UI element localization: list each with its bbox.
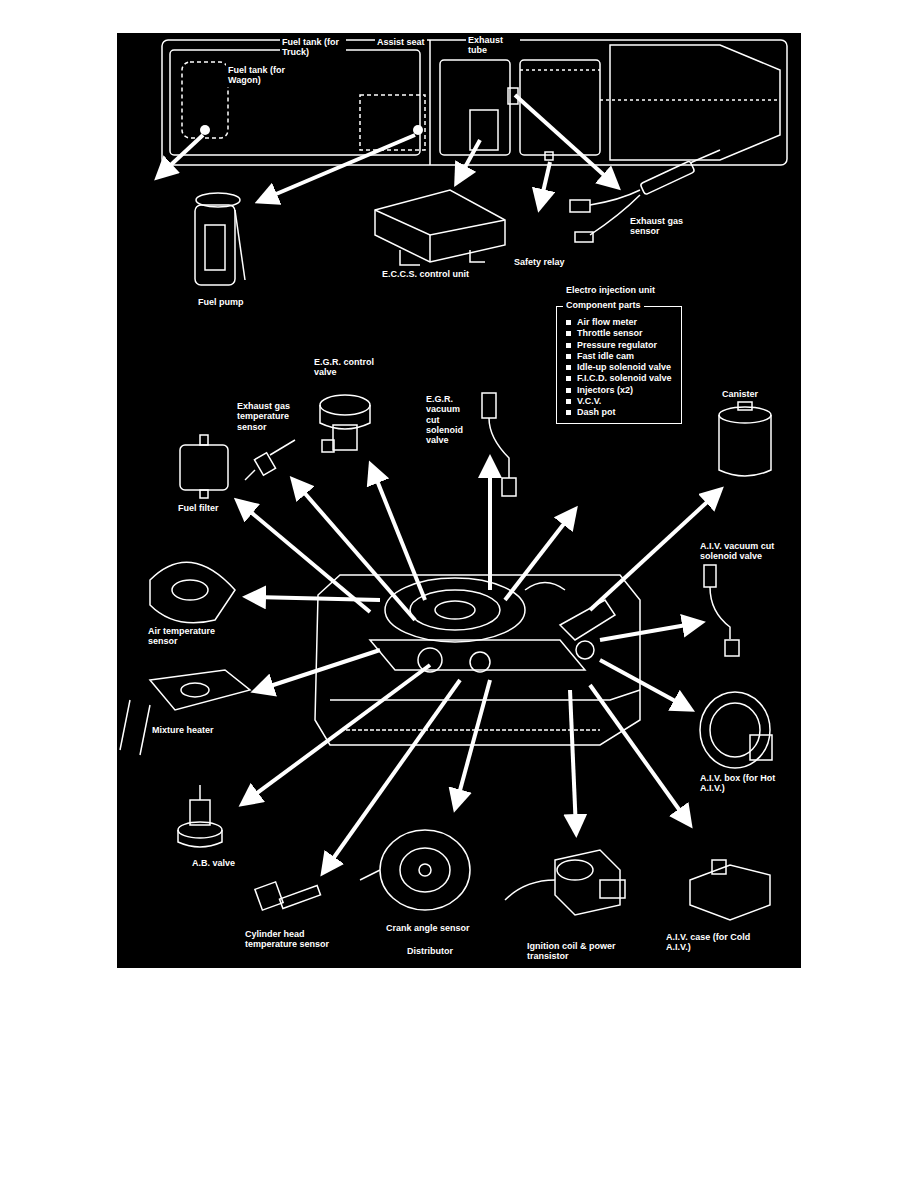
part-label: Fuel pump — [196, 296, 246, 308]
part-label: A.I.V. box (for Hot A.I.V.) — [698, 772, 792, 795]
part-label: A.I.V. case (for Cold A.I.V.) — [664, 931, 758, 954]
part-label: Exhaust gas sensor — [628, 215, 687, 238]
part-label: Safety relay — [512, 256, 567, 268]
part-label: Distributor — [405, 945, 455, 957]
part-label: E.C.C.S. control unit — [380, 268, 471, 280]
parts-list-box: Component partsAir flow meterThrottle se… — [556, 306, 682, 424]
part-label: A.B. valve — [190, 857, 237, 869]
list-item: Fast idle cam — [565, 351, 675, 362]
part-label: A.I.V. vacuum cut solenoid valve — [698, 540, 800, 563]
part-label: Exhaust tube — [466, 34, 520, 57]
part-label: Exhaust gas temperature sensor — [235, 400, 301, 433]
list-item: Injectors (x2) — [565, 385, 675, 396]
part-label: Mixture heater — [150, 724, 216, 736]
part-label: Fuel filter — [176, 502, 221, 514]
part-label: E.G.R. control valve — [312, 356, 376, 379]
part-label: Canister — [720, 388, 760, 400]
part-label: Cylinder head temperature sensor — [243, 928, 347, 951]
part-label: Crank angle sensor — [384, 922, 472, 934]
part-label: Fuel tank (for Truck) — [280, 36, 346, 59]
list-item: Air flow meter — [565, 317, 675, 328]
part-label: Air temperature sensor — [146, 625, 222, 648]
part-label: Electro injection unit — [564, 284, 657, 296]
part-label: E.G.R. vacuum cut solenoid valve — [424, 393, 470, 447]
list-item: V.C.V. — [565, 396, 675, 407]
list-item: Pressure regulator — [565, 340, 675, 351]
list-item: Idle-up solenoid valve — [565, 362, 675, 373]
box-heading: Component parts — [563, 300, 644, 310]
part-label: Fuel tank (for Wagon) — [226, 64, 292, 87]
part-label: Ignition coil & power transistor — [525, 940, 625, 963]
list-item: F.I.C.D. solenoid valve — [565, 373, 675, 384]
list-item: Throttle sensor — [565, 328, 675, 339]
list-item: Dash pot — [565, 407, 675, 418]
part-label: Assist seat — [375, 36, 427, 48]
